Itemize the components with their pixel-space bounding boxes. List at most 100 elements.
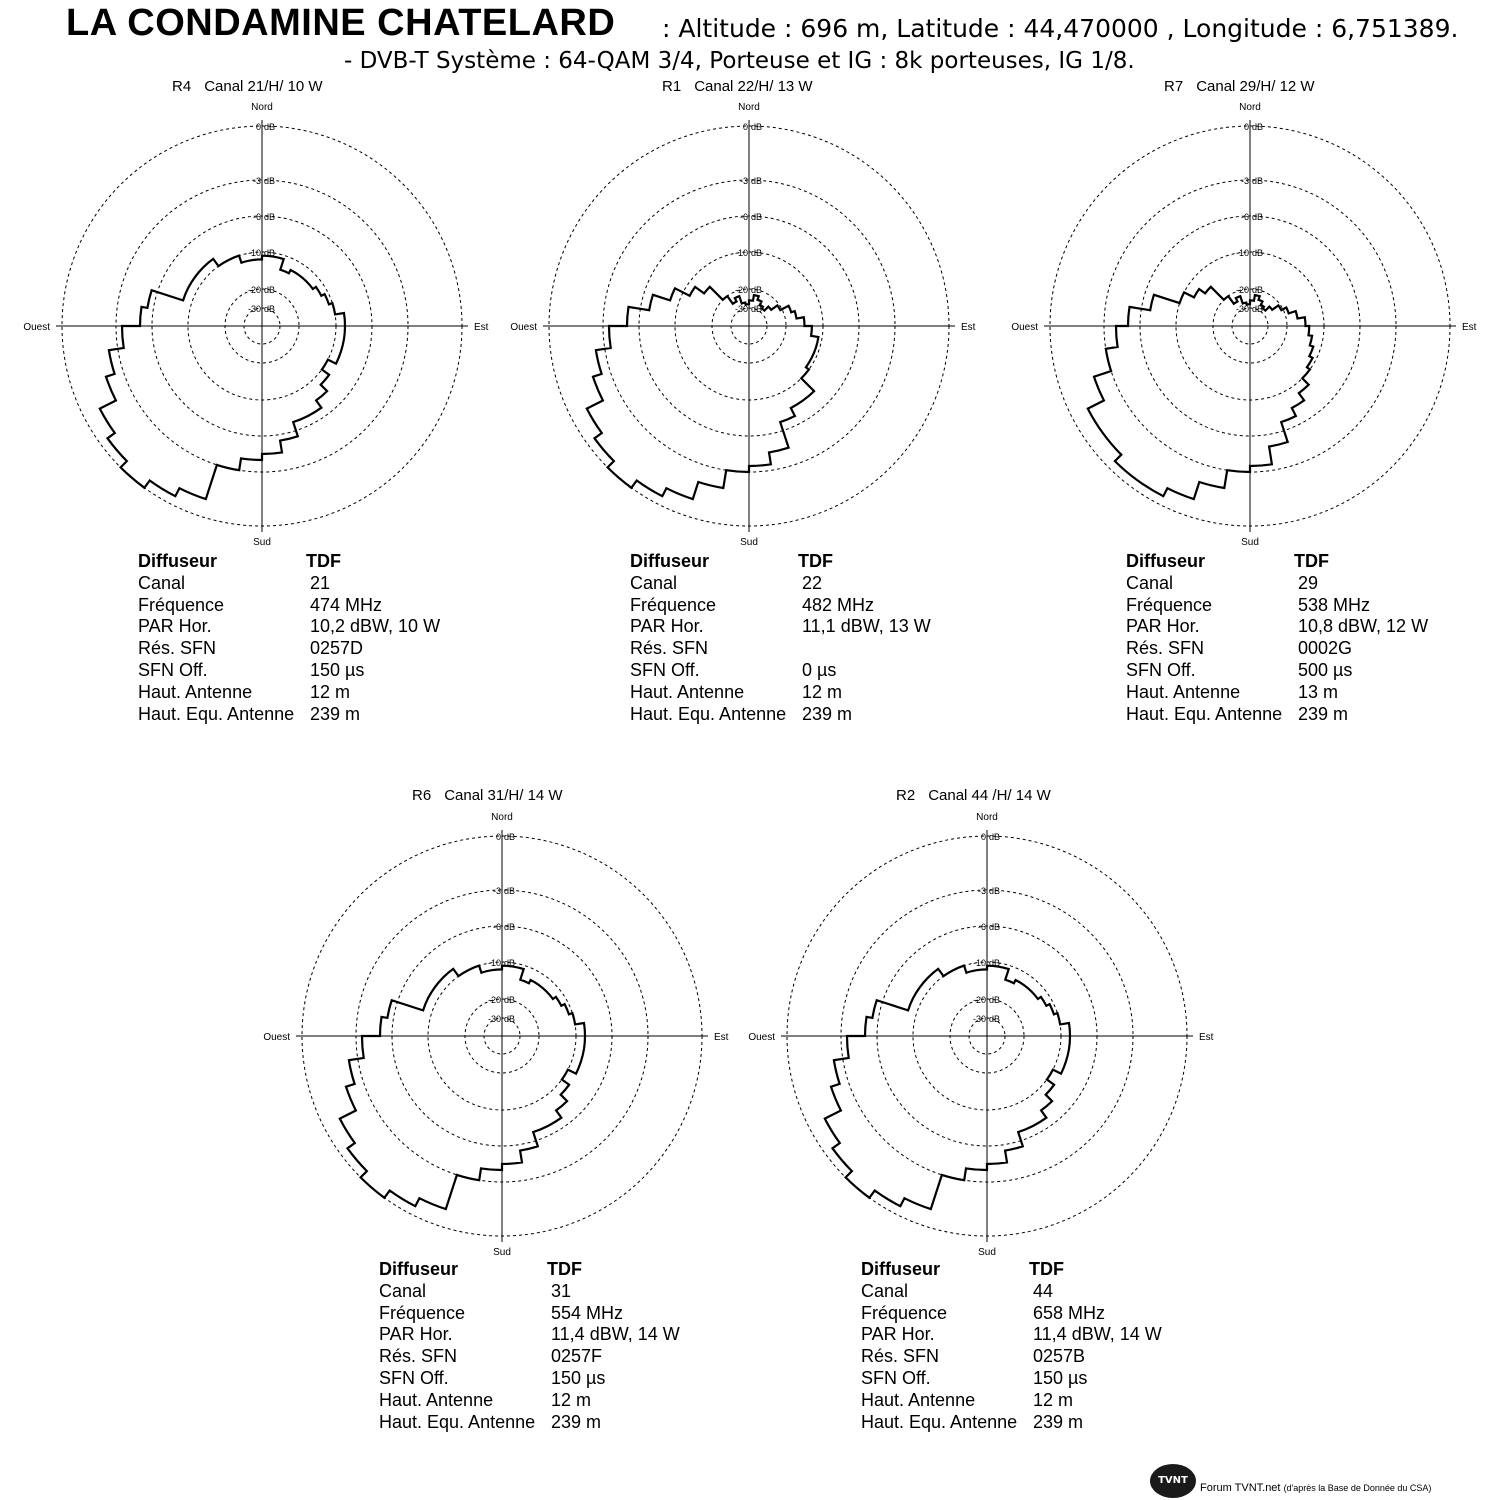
ring-unit: dB [264,176,275,186]
ring-unit: dB [264,122,275,132]
mux-name: R6 [412,787,432,804]
info-value: 22 [802,572,823,593]
footer-site: Forum TVNT.net [1200,1482,1281,1494]
ring-label: 0 [981,832,986,842]
info-key: Diffuseur [379,1259,459,1279]
info-key: SFN Off. [138,659,208,680]
ring-unit: dB [751,285,762,295]
radiation-pattern [338,964,587,1211]
ring-label: -10 [973,958,986,968]
ring-label: -10 [735,248,748,258]
ring-label: -6 [253,212,261,222]
ring-label: -30 [973,1014,986,1024]
ring-label: -20 [973,995,986,1005]
info-value: 10,2 dBW, 10 W [310,616,441,637]
info-key: Fréquence [861,1302,948,1323]
info-value: 12 m [802,681,843,702]
info-key: Rés. SFN [1126,638,1205,659]
info-value: 29 [1298,572,1319,593]
tvnt-logo: TVNT [1150,1464,1196,1498]
ring-unit: dB [751,304,762,314]
compass-label: Ouest [510,322,537,333]
mux-name: R2 [896,787,916,804]
info-key: Fréquence [630,594,717,615]
compass-label: Ouest [23,322,50,333]
info-value: 554 MHz [551,1302,624,1323]
info-key: Haut. Antenne [138,681,253,702]
compass-label: Nord [251,102,273,113]
chart-label-r7: R7 Canal 29/H/ 12 W [1164,78,1315,95]
ring-unit: dB [504,922,515,932]
ring-label: -3 [253,176,261,186]
ring-unit: dB [1252,248,1263,258]
ring-label: -10 [1236,248,1249,258]
info-key: Canal [138,572,186,593]
info-value: 150 µs [1033,1367,1088,1388]
footer-note: (d'après la Base de Donnée du CSA) [1283,1483,1432,1493]
ring-unit: dB [989,995,1000,1005]
ring-unit: dB [989,1014,1000,1024]
channel-label: Canal 29/H/ 12 W [1196,78,1315,95]
info-value: 239 m [1298,703,1349,724]
ring-label: -30 [488,1014,501,1024]
compass-label: Sud [493,1247,511,1258]
info-value: 0257D [310,638,364,659]
site-coordinates: : Altitude : 696 m, Latitude : 44,470000… [662,14,1459,43]
compass-label: Nord [738,102,760,113]
ring-unit: dB [504,832,515,842]
radiation-pattern [823,964,1072,1211]
ring-unit: dB [751,176,762,186]
ring-unit: dB [989,958,1000,968]
info-value: 12 m [551,1389,592,1410]
info-value: 0 µs [802,659,837,680]
info-key: Rés. SFN [861,1346,940,1367]
info-key: Haut. Equ. Antenne [861,1411,1018,1432]
ring-label: -10 [488,958,501,968]
ring-label: -6 [978,922,986,932]
compass-label: Ouest [748,1032,775,1043]
ring-label: -20 [248,285,261,295]
info-value: 150 µs [551,1367,606,1388]
ring-label: -20 [1236,285,1249,295]
mux-name: R1 [662,78,682,95]
info-key: Diffuseur [861,1259,941,1279]
channel-label: Canal 31/H/ 14 W [444,787,563,804]
ring-unit: dB [989,886,1000,896]
ring-label: -20 [735,285,748,295]
compass-label: Sud [978,1247,996,1258]
info-key: SFN Off. [630,659,700,680]
mux-name: R7 [1164,78,1184,95]
compass-label: Est [474,322,489,333]
info-value: TDF [1029,1259,1064,1279]
info-key: Canal [630,572,678,593]
dvb-system-line: - DVB-T Système : 64-QAM 3/4, Porteuse e… [344,48,1135,74]
ring-unit: dB [1252,285,1263,295]
radiation-pattern [98,254,347,501]
ring-label: -6 [1241,212,1249,222]
ring-unit: dB [264,212,275,222]
info-key: SFN Off. [379,1367,449,1388]
info-value: 12 m [1033,1389,1074,1410]
info-value: 0002G [1298,638,1353,659]
chart-label-r6: R6 Canal 31/H/ 14 W [412,787,563,804]
info-value: 658 MHz [1033,1302,1106,1323]
ring-label: -3 [740,176,748,186]
ring-label: -30 [248,304,261,314]
ring-label: -3 [1241,176,1249,186]
ring-unit: dB [264,285,275,295]
info-value: 239 m [551,1411,602,1432]
ring-unit: dB [504,995,515,1005]
compass-label: Est [961,322,976,333]
info-value: 11,4 dBW, 14 W [1033,1324,1162,1345]
mux-name: R4 [172,78,192,95]
info-key: Canal [1126,572,1174,593]
ring-unit: dB [1252,212,1263,222]
compass-label: Sud [1241,537,1259,548]
info-key: Haut. Equ. Antenne [630,703,787,724]
ring-unit: dB [751,122,762,132]
info-value: 31 [551,1280,572,1301]
info-value: 44 [1033,1280,1054,1301]
info-key: SFN Off. [1126,659,1196,680]
